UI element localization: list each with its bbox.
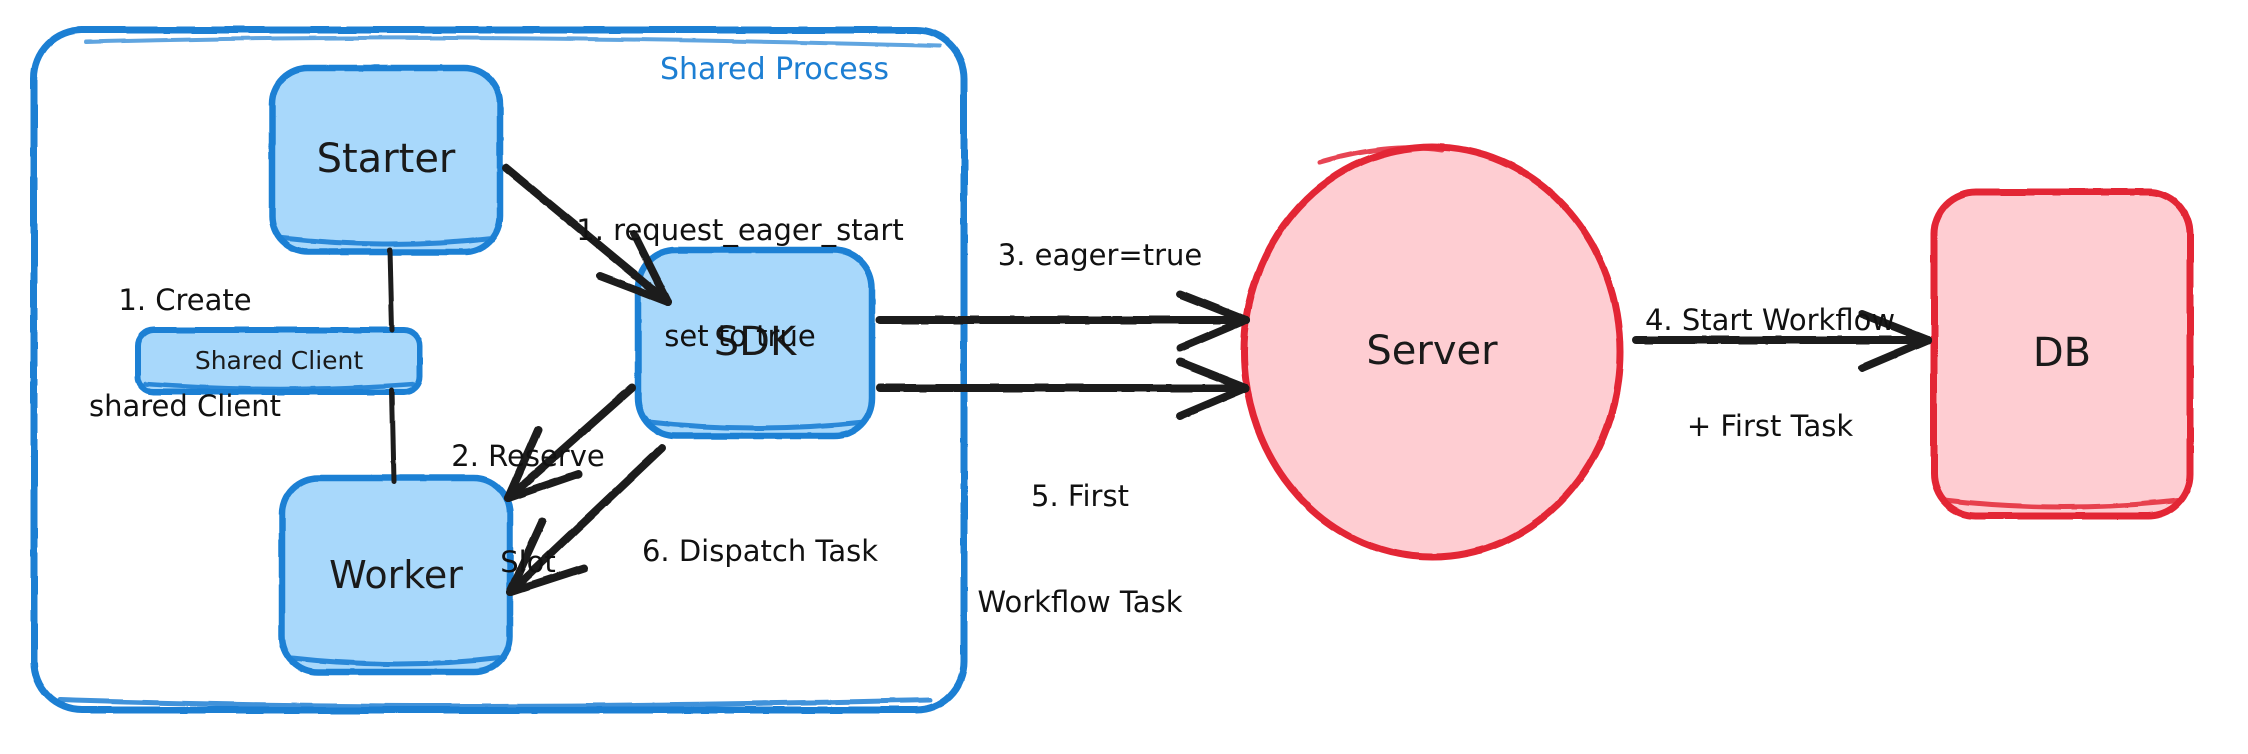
edge-sdk-worker-reserve [504,384,636,502]
edge-sdk-server-first-task [876,358,1250,420]
edge-server-db [1632,310,1932,372]
node-shared-client-shape[interactable] [135,327,423,395]
node-server-shape[interactable] [1240,143,1624,561]
edge-starter-shared-client [387,247,395,333]
node-sdk-shape[interactable] [634,246,876,440]
shared-process-container [30,26,968,714]
edge-sdk-server-eager [876,290,1250,352]
edge-starter-sdk [502,164,672,306]
edge-sdk-worker-dispatch [506,444,666,596]
node-db-shape[interactable] [1930,188,2194,520]
edge-shared-client-worker [389,387,397,485]
node-starter-shape[interactable] [268,64,504,256]
